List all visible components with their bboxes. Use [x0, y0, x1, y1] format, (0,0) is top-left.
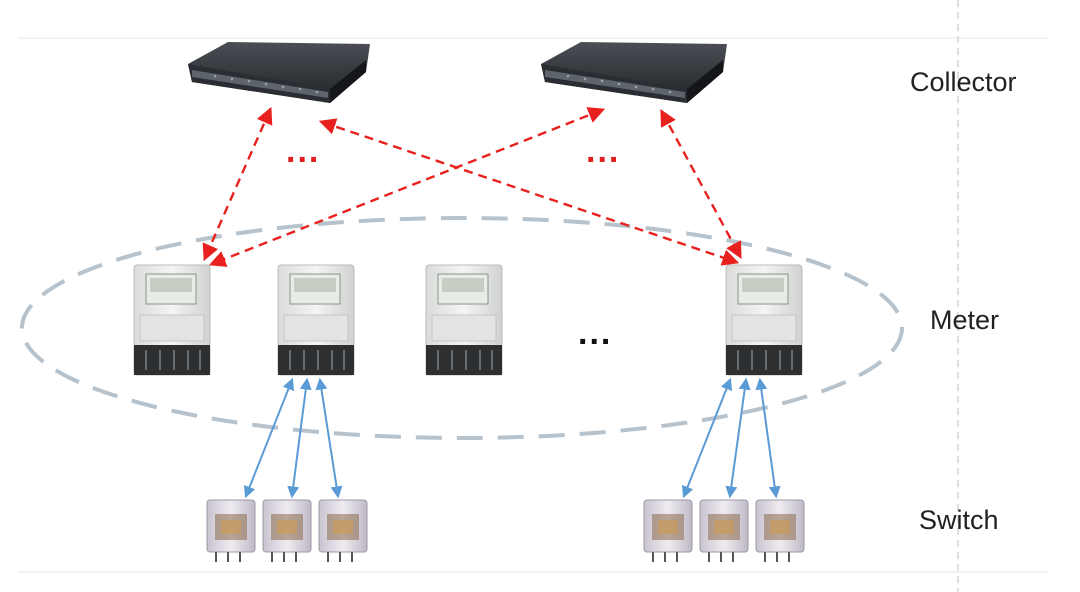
link-meter2-switch1 [243, 377, 295, 499]
link-collector1-meter4 [318, 118, 740, 266]
collector-device-1 [188, 42, 370, 103]
link-meter4-switch6 [755, 377, 781, 499]
meter-device-2 [277, 264, 355, 376]
switch-relay-1 [206, 499, 256, 562]
collector-left-ellipsis: ... [286, 132, 321, 170]
switch-relay-6 [755, 499, 805, 562]
collector-device-2 [541, 42, 727, 103]
meter-label: Meter [930, 305, 1000, 335]
meter-device-4 [725, 264, 803, 376]
meter-device-1 [133, 264, 211, 376]
switch-relay-3 [318, 499, 368, 562]
link-meter2-switch2 [287, 377, 312, 499]
collector-right-ellipsis: ... [586, 132, 621, 170]
link-meter2-switch3 [315, 377, 343, 499]
meter-device-3 [425, 264, 503, 376]
switch-relay-4 [643, 499, 693, 562]
switch-label: Switch [919, 505, 999, 535]
switch-relay-2 [262, 499, 312, 562]
link-meter4-switch4 [681, 377, 733, 499]
meter-ellipsis: ... [578, 314, 613, 352]
link-collector2-meter1 [208, 107, 606, 267]
link-collector2-meter4 [660, 109, 742, 259]
switch-relay-5 [699, 499, 749, 562]
collector-label: Collector [910, 67, 1017, 97]
link-meter4-switch5 [725, 377, 751, 499]
link-collector1-meter1 [202, 106, 273, 262]
